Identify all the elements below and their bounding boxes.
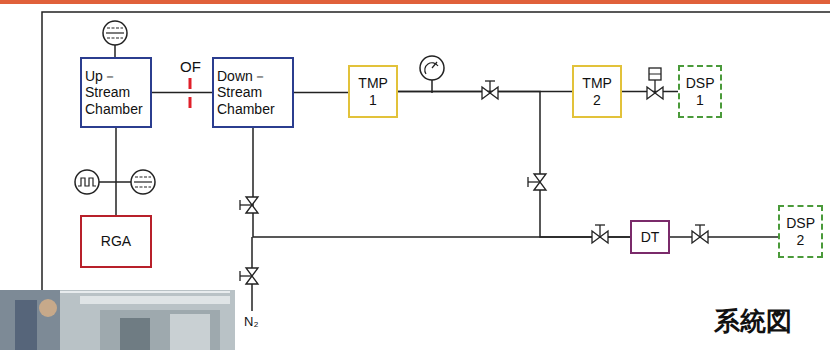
chamber-box: Up－ Stream Chamber	[80, 57, 152, 128]
ion-gauge-symbol	[115, 170, 155, 194]
pump-box: DSP 1	[678, 65, 722, 118]
node-label: RGA	[101, 233, 131, 249]
chamber-box: Down－ Stream Chamber	[212, 57, 294, 128]
pipe-line	[294, 92, 348, 94]
pipe-line	[115, 128, 117, 215]
pulse-gauge-symbol	[75, 170, 115, 194]
frame-border	[42, 12, 830, 290]
node-label: Up－ Stream Chamber	[85, 68, 147, 116]
valve-symbol	[592, 225, 608, 243]
node-label: TMP 2	[582, 75, 611, 107]
ion-gauge-symbol	[103, 21, 127, 57]
node-label: TMP 1	[358, 75, 387, 107]
bourdon-gauge-symbol	[420, 56, 444, 93]
valve-symbol	[240, 197, 258, 213]
top-band	[0, 0, 830, 4]
pipe-line	[253, 128, 630, 237]
diagram-title-label: 系統図	[714, 304, 792, 339]
orifice-label: OF	[180, 58, 201, 75]
analyzer-box: RGA	[80, 215, 152, 268]
node-label: DSP 1	[686, 75, 715, 107]
trap-box: DT	[630, 220, 670, 254]
node-label: DT	[641, 229, 660, 245]
pipe-line	[670, 236, 778, 238]
valve-symbol	[240, 268, 258, 284]
pump-box: TMP 1	[348, 65, 398, 118]
valve-symbol	[692, 225, 708, 243]
gas-label: N₂	[244, 314, 258, 329]
valve-symbol	[528, 174, 546, 190]
pneumatic-valve-symbol	[647, 68, 663, 99]
node-label: Down－ Stream Chamber	[217, 68, 289, 116]
orifice-symbol	[190, 78, 191, 108]
pump-box: DSP 2	[778, 205, 823, 258]
pump-box: TMP 2	[572, 65, 622, 118]
pipe-line	[152, 92, 212, 94]
valve-symbol	[482, 81, 498, 99]
node-label: DSP 2	[786, 215, 815, 247]
photo-inset	[0, 290, 235, 350]
